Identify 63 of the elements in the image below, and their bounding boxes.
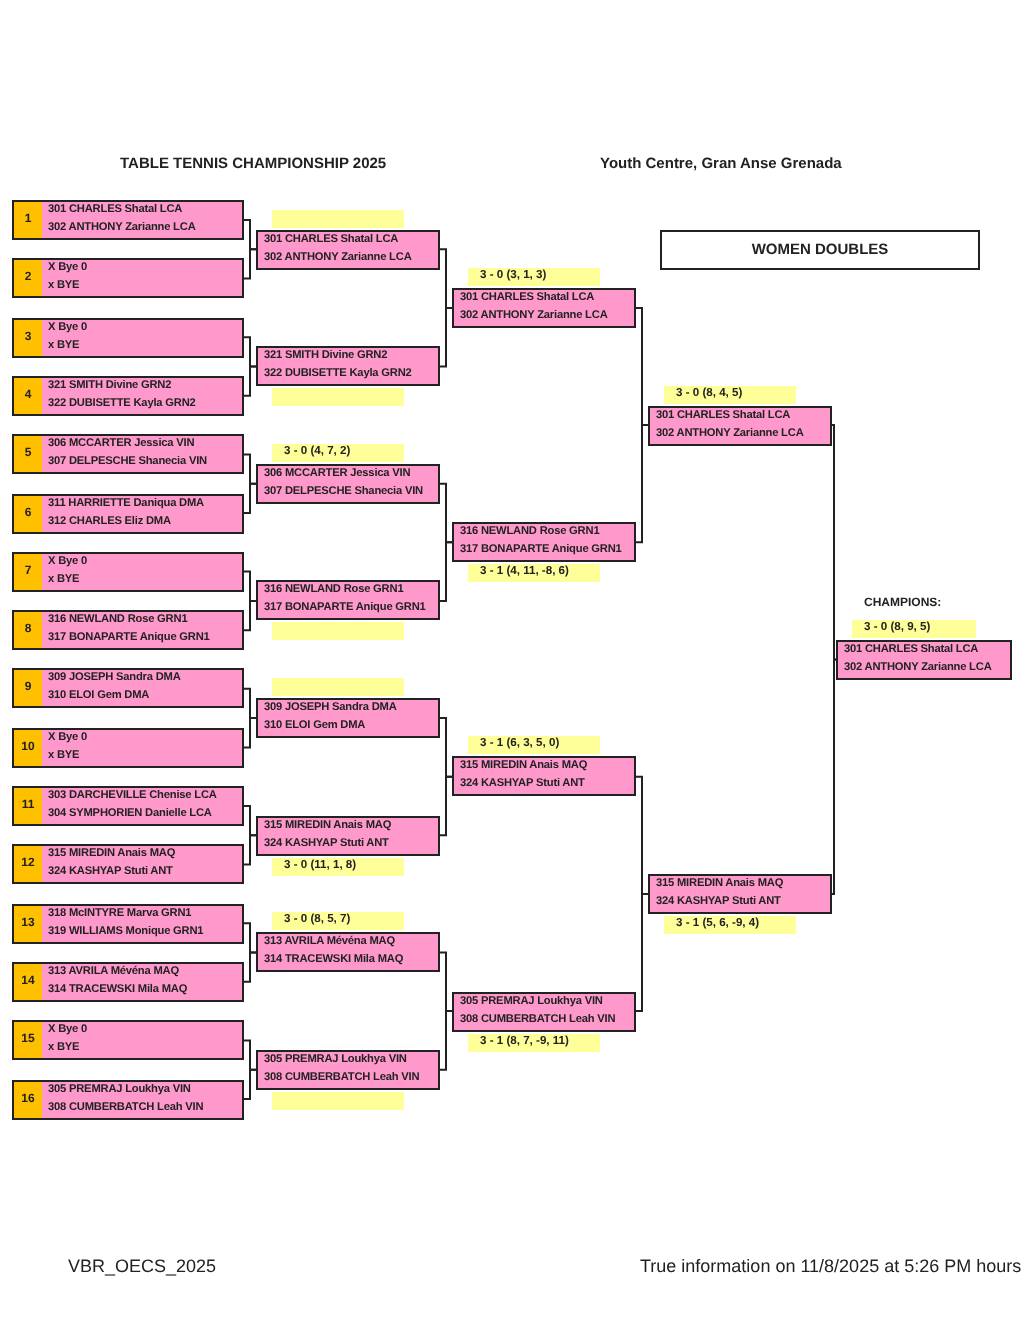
match-box: [256, 698, 440, 739]
footer-text: True information on 11/8/2025 at 5:26 PM hours: [640, 1256, 1022, 1276]
seed-box: [12, 610, 244, 651]
bracket-line: [243, 805, 257, 837]
bracket-line: [439, 541, 453, 602]
seed-box: [12, 903, 244, 944]
bracket-line: [243, 834, 257, 866]
match-box: [648, 405, 832, 446]
bracket-line: [243, 599, 257, 632]
seed-box: [12, 786, 244, 826]
bracket-line: [831, 424, 837, 661]
match-box: [452, 287, 636, 328]
seed-box: [12, 375, 244, 416]
bracket-line: [635, 424, 649, 544]
bracket-line: [243, 1068, 257, 1100]
bracket-line: [439, 717, 453, 778]
bracket-line: [635, 892, 649, 1013]
match-box: [452, 756, 636, 797]
seed-box: [12, 1079, 244, 1119]
bracket-line: [243, 951, 257, 983]
bracket-line: [243, 687, 257, 720]
bracket-line: [439, 248, 453, 309]
bracket-line: [439, 775, 453, 837]
bracket-line: [831, 658, 837, 895]
bracket-line: [439, 951, 453, 1013]
bracket-line: [243, 717, 257, 749]
match-box: [256, 229, 440, 270]
match-box: [452, 991, 636, 1032]
bracket-line: [439, 1010, 453, 1071]
seed-box: [12, 668, 244, 709]
bracket-line: [243, 453, 257, 485]
match-box: [256, 463, 440, 504]
seed-box: [12, 434, 244, 475]
seed-box: [12, 1020, 244, 1061]
seed-box: [12, 551, 244, 592]
bracket-line: [243, 336, 257, 368]
bracket-line: [635, 306, 649, 427]
match-box: [648, 873, 832, 914]
bracket-line: [243, 365, 257, 397]
bracket-line: [439, 482, 453, 544]
match-box: [452, 522, 636, 563]
match-box: [256, 580, 440, 621]
match-box: [256, 1049, 440, 1090]
seed-box: [12, 317, 244, 358]
bracket-line: [243, 570, 257, 602]
bracket-line: [243, 482, 257, 514]
bracket-line: [243, 1039, 257, 1071]
bracket-line: [243, 922, 257, 954]
seed-box: [12, 961, 244, 1002]
match-box: [256, 346, 440, 387]
bracket-line: [243, 248, 257, 280]
seed-box: [12, 200, 244, 240]
match-box: [256, 932, 440, 973]
seed-box: [12, 727, 244, 768]
bracket-line: [439, 306, 453, 368]
seed-box: [12, 844, 244, 885]
seed-box: [12, 258, 244, 299]
match-box: [256, 815, 440, 856]
seed-box: [12, 493, 244, 533]
bracket-line: [243, 219, 257, 251]
match-box: [836, 639, 1012, 680]
bracket-line: [635, 775, 649, 895]
footer-text: VBR_OECS_2025: [68, 1256, 217, 1276]
